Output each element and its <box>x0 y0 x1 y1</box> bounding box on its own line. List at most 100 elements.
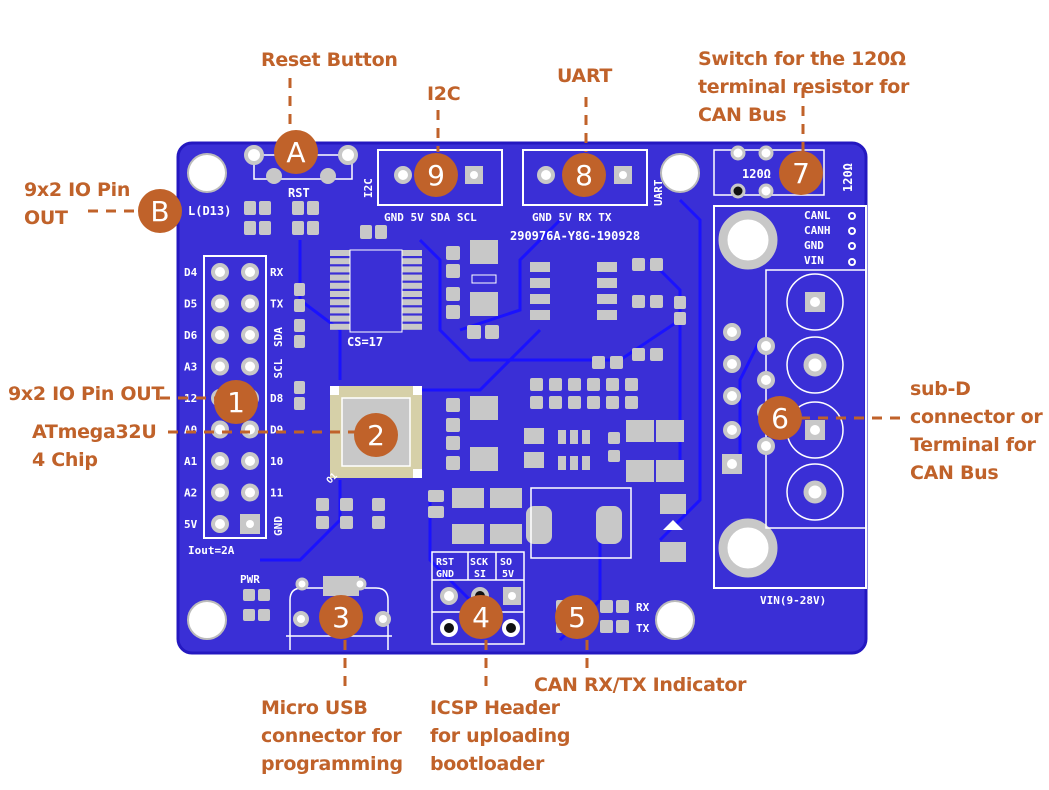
callout-text: ATmega32U 4 Chip <box>32 421 157 471</box>
silk-pwr: PWR <box>240 573 260 586</box>
callout-text: Micro USB connector for programming <box>261 697 403 775</box>
header-pin <box>241 263 259 281</box>
callout-marker-2: 2 <box>354 413 398 457</box>
silk-rst: RST <box>288 186 310 200</box>
smd-pad <box>549 396 562 409</box>
header-pin <box>211 357 229 376</box>
mounting-holes <box>187 153 700 640</box>
header-pin <box>241 357 259 376</box>
callout-marker-8: 8 <box>562 153 606 197</box>
silk-iout: Iout=2A <box>188 544 235 557</box>
callout-circle <box>758 396 802 440</box>
uart-connector: UART GND 5V RX TX <box>522 149 665 224</box>
soic-pin <box>402 250 422 256</box>
misc-components <box>316 240 686 562</box>
callout-id: A <box>286 136 305 169</box>
silk-gnd: GND <box>804 239 824 252</box>
soic-pin <box>402 323 422 330</box>
callout-marker-A: A <box>274 130 318 174</box>
callout-marker-B: B <box>138 189 182 233</box>
soic-pin <box>402 282 422 289</box>
silk-header-right: 11 <box>270 487 284 500</box>
callout-id: 2 <box>367 419 385 452</box>
smd-pad <box>568 396 581 409</box>
silk-header-left: D5 <box>184 298 197 311</box>
callout-label-A: Reset Button <box>261 46 398 74</box>
soic-pin <box>402 299 422 306</box>
header-pin <box>211 263 229 281</box>
silk-canh: CANH <box>804 224 831 237</box>
callout-marker-7: 7 <box>779 151 823 195</box>
soic-chip: CS=17 <box>330 249 422 349</box>
silk-icsp-gnd: GND <box>436 569 454 580</box>
header-pin <box>211 294 229 313</box>
pwr-led <box>243 589 270 621</box>
silk-vin-range: VIN(9-28V) <box>760 594 826 607</box>
callout-marker-5: 5 <box>555 595 599 639</box>
soic-pin <box>330 282 350 289</box>
silk-120-top: 120Ω <box>742 167 771 181</box>
callout-id: 4 <box>472 601 490 634</box>
callout-circle <box>459 595 503 639</box>
silk-header-right: TX <box>270 298 284 311</box>
callout-circle <box>274 130 318 174</box>
silk-header-left: A3 <box>184 361 197 374</box>
callout-marker-1: 1 <box>214 380 258 424</box>
soic-pin <box>402 266 422 273</box>
header-pin <box>211 483 229 502</box>
callout-label-B: 9x2 IO Pin OUT <box>24 176 130 232</box>
callout-circle <box>214 380 258 424</box>
soic-pin <box>402 307 422 314</box>
smd-pads <box>244 201 387 239</box>
silk-header-left: A1 <box>184 455 198 468</box>
smd-pad <box>625 396 638 409</box>
silk-header-left: D4 <box>184 266 198 279</box>
silk-header-right: SCL <box>272 358 285 378</box>
soic-pin <box>330 274 350 281</box>
callout-label-8: UART <box>557 62 612 90</box>
silk-cs: CS=17 <box>347 335 383 349</box>
smd-pad <box>568 378 581 391</box>
header-pin-hole <box>246 520 254 528</box>
silk-board-id: 290976A-Y8G-190928 <box>510 229 640 243</box>
silk-header-right: D8 <box>270 392 283 405</box>
soic-pin <box>330 299 350 306</box>
header-pin <box>241 420 259 439</box>
soic-pin <box>402 274 422 281</box>
callout-id: 8 <box>575 159 593 192</box>
callout-circle <box>138 189 182 233</box>
silk-icsp-so: SO <box>500 557 512 568</box>
silk-header-right: RX <box>270 266 284 279</box>
silk-header-right: GND <box>272 516 285 536</box>
silk-i2c: I2C <box>362 178 375 198</box>
callout-label-9: I2C <box>427 80 461 108</box>
smd-pad <box>587 396 600 409</box>
silk-header-right: SDA <box>272 327 285 347</box>
header-pin <box>241 483 259 502</box>
callout-text: Reset Button <box>261 49 398 71</box>
callout-text: CAN RX/TX Indicator <box>534 674 747 696</box>
soic-pin <box>402 315 422 322</box>
silk-header-left: A2 <box>184 487 197 500</box>
silk-led-tx: TX <box>636 622 650 635</box>
mounting-hole <box>187 600 227 640</box>
mounting-hole <box>660 153 700 193</box>
callout-circle <box>414 153 458 197</box>
callout-circle <box>779 151 823 195</box>
callout-id: B <box>150 195 169 228</box>
callout-text: 9x2 IO Pin OUT <box>8 383 165 405</box>
smd-pad <box>530 396 543 409</box>
callout-id: 5 <box>568 601 586 634</box>
callout-id: 6 <box>771 402 789 435</box>
soic-pin <box>330 307 350 314</box>
callout-label-2: ATmega32U 4 Chip <box>32 418 157 474</box>
smd-pad <box>625 378 638 391</box>
silk-header-left: 12 <box>184 392 197 405</box>
callout-label-7: Switch for the 120Ω terminal resistor fo… <box>698 45 909 129</box>
header-pin <box>211 515 229 533</box>
callout-id: 3 <box>332 601 350 634</box>
silk-led-d13: L(D13) <box>188 204 231 218</box>
callout-label-1: 9x2 IO Pin OUT <box>8 380 164 408</box>
